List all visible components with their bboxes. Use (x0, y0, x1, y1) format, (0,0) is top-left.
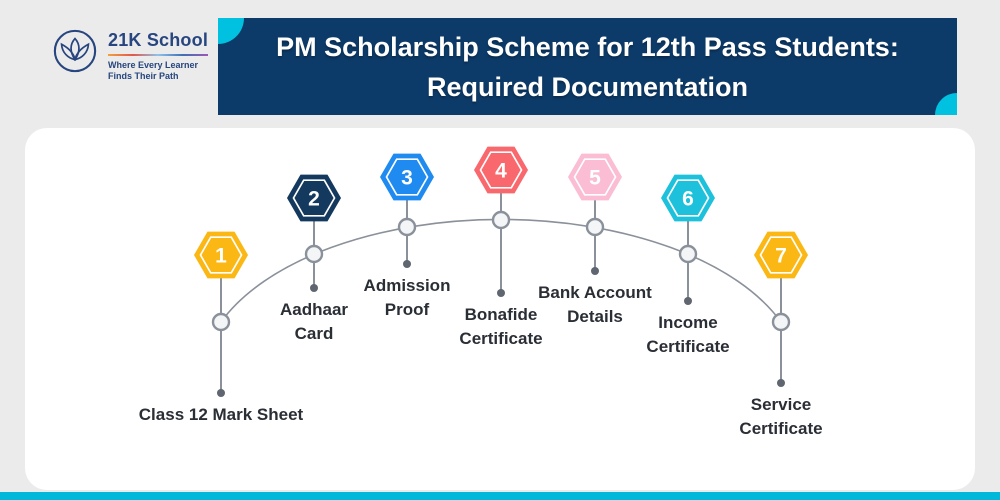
logo-gradient-divider (108, 54, 209, 56)
doc-step-label-line: Aadhaar (279, 300, 349, 319)
doc-step-label-line: Details (567, 307, 623, 326)
doc-step-label-line: Bank Account (538, 283, 652, 302)
page-title-line2: Required Documentation (426, 71, 749, 102)
arc-node-circle (678, 244, 698, 264)
doc-step-hexagon: 7 (754, 231, 808, 279)
banner-corner-accent-bottom-right (935, 93, 957, 115)
step-dot (684, 297, 692, 305)
arc-node-circle (397, 217, 417, 237)
doc-step-hexagon: 6 (661, 174, 715, 222)
step-dot (497, 289, 505, 297)
doc-step-label-line: Certificate (646, 337, 730, 356)
doc-step-label-line: Proof (384, 300, 430, 319)
step-dot (777, 379, 785, 387)
doc-step-label-line: Bonafide (464, 305, 538, 324)
hexagon-inner-outline (385, 158, 429, 196)
step-dot (403, 260, 411, 268)
brand-logo: 21K School Where Every Learner Finds The… (52, 28, 209, 82)
doc-step-label-line: Income (658, 313, 718, 332)
logo-tagline-line2: Finds Their Path (108, 71, 179, 81)
doc-step-label-line: Certificate (459, 329, 543, 348)
logo-name: 21K School (108, 30, 209, 50)
doc-step-hexagon: 4 (474, 146, 528, 194)
doc-step-label-line: Card (294, 324, 334, 343)
arc-node-circle (491, 210, 511, 230)
hexagon-inner-outline (292, 179, 336, 217)
bottom-accent-bar (0, 492, 1000, 500)
step-dot (310, 284, 318, 292)
step-number: 6 (682, 188, 694, 211)
hexagon-inner-outline (759, 236, 803, 274)
hexagon-inner-outline (666, 179, 710, 217)
step-number: 3 (401, 167, 413, 190)
hexagon-inner-outline (199, 236, 243, 274)
doc-step-hexagon: 3 (380, 153, 434, 201)
doc-step-hexagon: 5 (568, 153, 622, 201)
logo-tagline-line1: Where Every Learner (108, 60, 199, 70)
step-number: 5 (589, 167, 601, 190)
doc-step-hexagon: 2 (287, 174, 341, 222)
step-dot (217, 389, 225, 397)
step-dot (591, 267, 599, 275)
doc-step-label-line: Service (750, 395, 812, 414)
step-number: 2 (308, 188, 320, 211)
page-title-line1: PM Scholarship Scheme for 12th Pass Stud… (276, 31, 899, 62)
title-banner: PM Scholarship Scheme for 12th Pass Stud… (218, 18, 957, 115)
arc-node-circle (585, 217, 605, 237)
doc-step-label-line: Class 12 Mark Sheet (138, 405, 304, 424)
hexagon-inner-outline (479, 151, 523, 189)
doc-step-label-line: Certificate (739, 419, 823, 438)
doc-step-hexagon: 1 (194, 231, 248, 279)
lotus-logo-icon (53, 29, 97, 73)
doc-step-label: Class 12 Mark Sheet (106, 403, 336, 427)
step-number: 4 (495, 160, 507, 183)
arc-node-circle (771, 312, 791, 332)
hexagon-inner-outline (573, 158, 617, 196)
arc-node-circle (211, 312, 231, 332)
step-number: 1 (215, 245, 227, 268)
doc-step-label-line: Admission (363, 276, 451, 295)
step-number: 7 (775, 245, 787, 268)
arc-node-circle (304, 244, 324, 264)
